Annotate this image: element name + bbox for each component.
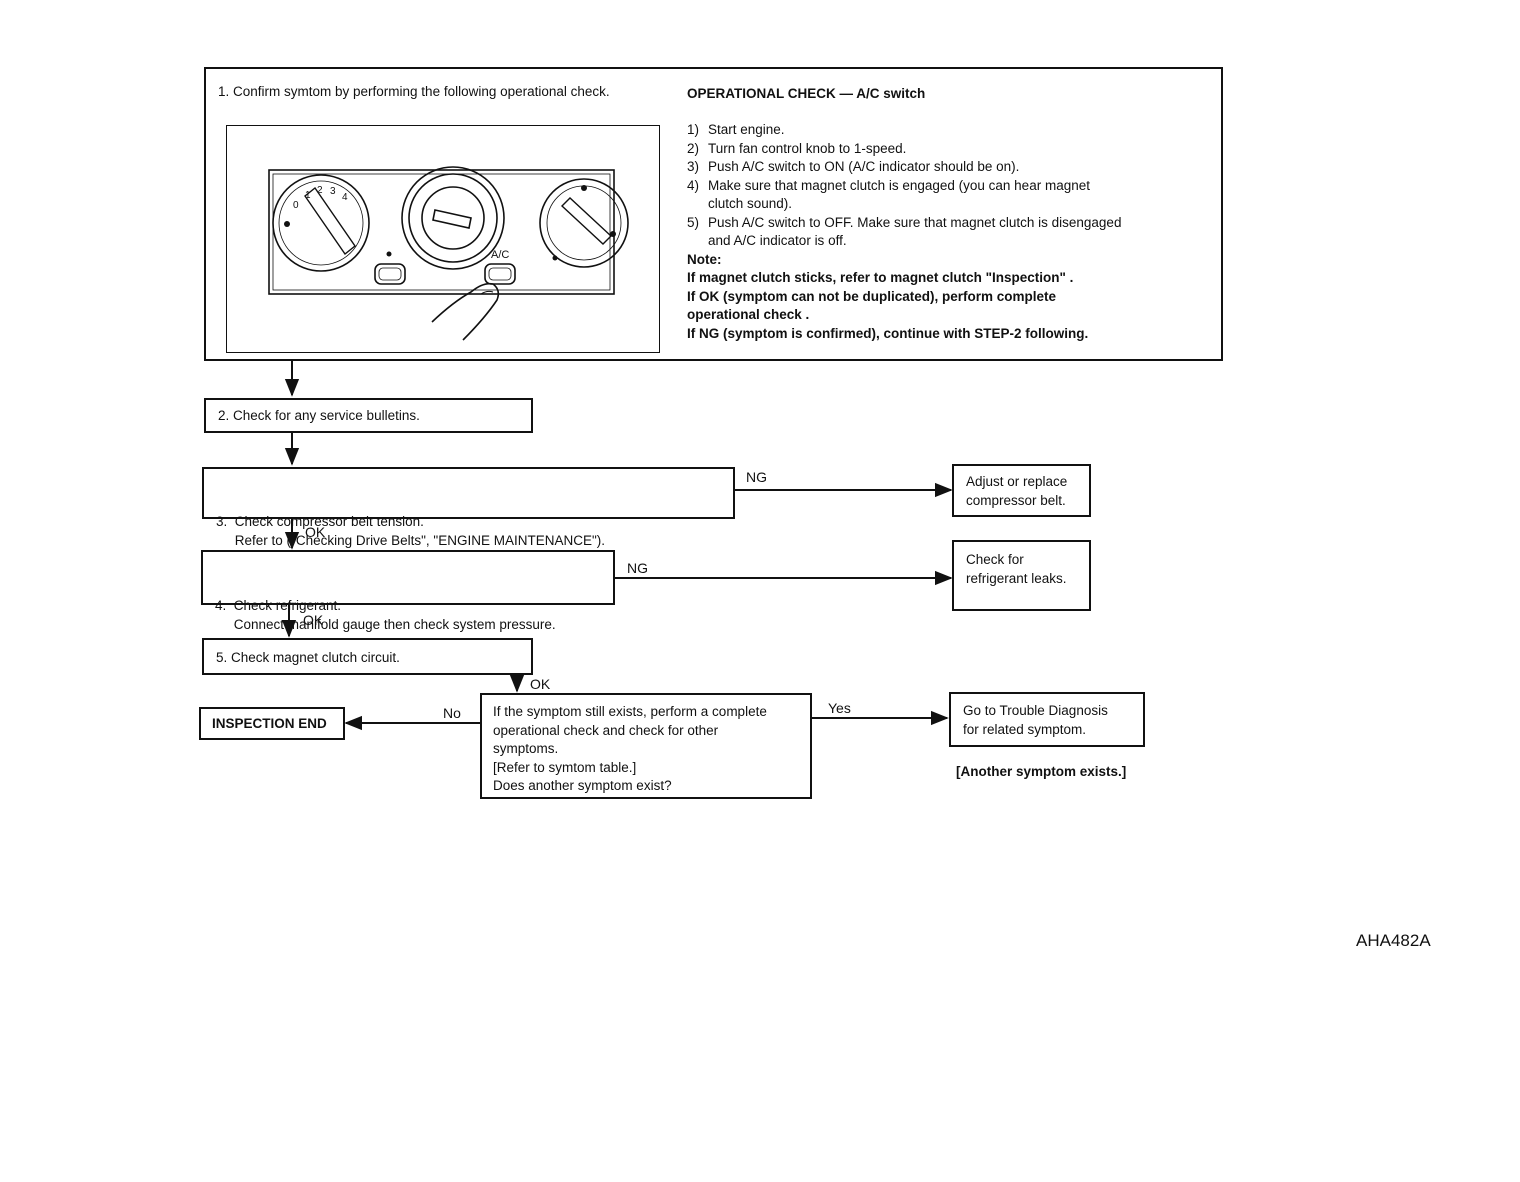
step3-box: 3. Check compressor belt tension. Refer …: [202, 467, 735, 548]
op-step-1: 1)Start engine.: [687, 122, 785, 137]
ac-control-panel-drawing: 0 1 2 3 4 A/C: [268, 166, 629, 341]
fan-mark-4: 4: [342, 192, 348, 203]
step4-ok-label: OK: [303, 612, 324, 628]
step2-text: 2. Check for any service bulletins.: [218, 408, 420, 423]
op-step-5: 5)Push A/C switch to OFF. Make sure that…: [687, 214, 1122, 230]
another-symptom-note: [Another symptom exists.]: [956, 764, 1127, 779]
vent-icon: [610, 231, 616, 237]
op-step-2: 2)Turn fan control knob to 1-speed.: [687, 140, 907, 156]
step3-ng-label: NG: [746, 469, 767, 485]
decision-text: If the symptom still exists, perform a c…: [493, 704, 767, 793]
step3-ok-label: OK: [305, 524, 326, 540]
operational-check-steps: 1)Start engine. 2)Turn fan control knob …: [687, 121, 1121, 343]
operational-check-title: OPERATIONAL CHECK — A/C switch: [687, 86, 926, 101]
fan-mark-1: 1: [305, 190, 311, 201]
step4-text: 4. Check refrigerant. Connect manifold g…: [215, 598, 556, 632]
inspection-end-box: INSPECTION END: [199, 707, 345, 740]
ac-button-label: A/C: [491, 249, 509, 261]
decision-box: If the symptom still exists, perform a c…: [480, 693, 812, 799]
note-line-2: If OK (symptom can not be duplicated), p…: [687, 288, 1057, 304]
recirc-icon: [386, 251, 392, 257]
note-line-3: operational check .: [687, 307, 810, 322]
fan-mark-0: 0: [293, 200, 299, 211]
step5-ok-label: OK: [530, 676, 551, 692]
defrost-icon: [581, 185, 587, 191]
op-step-3: 3)Push A/C switch to ON (A/C indicator s…: [687, 159, 1020, 174]
step5-text: 5. Check magnet clutch circuit.: [216, 650, 400, 665]
note-line-4: If NG (symptom is confirmed), continue w…: [687, 325, 1089, 341]
step1-title: 1. Confirm symtom by performing the foll…: [218, 84, 610, 99]
fan-mark-3: 3: [330, 186, 336, 197]
step4-ng-label: NG: [627, 560, 648, 576]
note-label: Note:: [687, 251, 722, 267]
fan-icon: [284, 221, 290, 227]
step2-box: 2. Check for any service bulletins.: [204, 398, 533, 433]
op-step-4: 4)Make sure that magnet clutch is engage…: [687, 177, 1090, 193]
inspection-end-text: INSPECTION END: [212, 716, 327, 731]
decision-yes-label: Yes: [828, 700, 851, 716]
step5-box: 5. Check magnet clutch circuit.: [202, 638, 533, 675]
floor-icon: [552, 255, 558, 261]
control-panel-illustration: 0 1 2 3 4 A/C: [226, 125, 660, 353]
note-line-1: If magnet clutch sticks, refer to magnet…: [687, 270, 1074, 285]
figure-reference: AHA482A: [1356, 931, 1431, 950]
step4-box: 4. Check refrigerant. Connect manifold g…: [201, 550, 615, 632]
step1-box: 1. Confirm symtom by performing the foll…: [204, 67, 1223, 361]
decision-no-label: No: [443, 705, 461, 721]
fan-mark-2: 2: [317, 185, 323, 196]
step3-text: 3. Check compressor belt tension. Refer …: [216, 514, 606, 548]
